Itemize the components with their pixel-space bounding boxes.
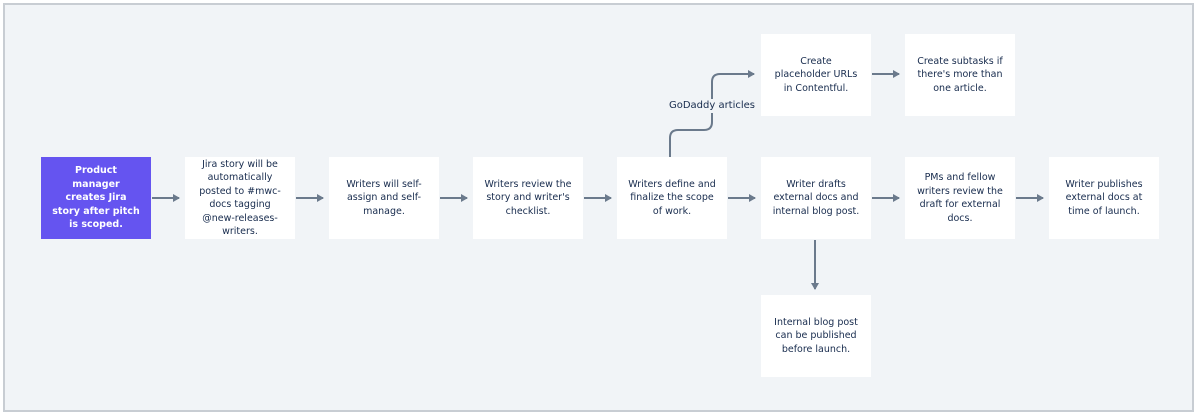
- node-pm-review[interactable]: PMs and fellow writers review the draft …: [905, 157, 1015, 239]
- node-review-checklist-label: Writers review the story and writer's ch…: [484, 178, 572, 217]
- node-placeholder-urls[interactable]: Create placeholder URLs in Contentful.: [761, 34, 871, 116]
- node-pm-creates-story[interactable]: Product manager creates Jira story after…: [41, 157, 151, 239]
- node-draft-docs[interactable]: Writer drafts external docs and internal…: [761, 157, 871, 239]
- node-self-assign-label: Writers will self-assign and self-manage…: [346, 178, 422, 217]
- node-define-scope-label: Writers define and finalize the scope of…: [628, 178, 716, 217]
- node-pm-review-label: PMs and fellow writers review the draft …: [917, 172, 1003, 224]
- node-internal-blog-label: Internal blog post can be published befo…: [774, 316, 858, 355]
- node-story-posted-label: Jira story will be automatically posted …: [199, 158, 281, 238]
- node-draft-docs-label: Writer drafts external docs and internal…: [772, 178, 860, 217]
- edge-label-godaddy-articles: GoDaddy articles: [662, 99, 762, 113]
- node-review-checklist[interactable]: Writers review the story and writer's ch…: [473, 157, 583, 239]
- node-story-posted[interactable]: Jira story will be automatically posted …: [185, 157, 295, 239]
- node-placeholder-urls-label: Create placeholder URLs in Contentful.: [774, 55, 858, 94]
- node-internal-blog[interactable]: Internal blog post can be published befo…: [761, 295, 871, 377]
- node-self-assign[interactable]: Writers will self-assign and self-manage…: [329, 157, 439, 239]
- node-create-subtasks[interactable]: Create subtasks if there's more than one…: [905, 34, 1015, 116]
- node-define-scope[interactable]: Writers define and finalize the scope of…: [617, 157, 727, 239]
- diagram-canvas: [3, 3, 1194, 412]
- node-pm-creates-story-label: Product manager creates Jira story after…: [52, 165, 140, 231]
- node-publish-external-label: Writer publishes external docs at time o…: [1065, 178, 1143, 217]
- node-create-subtasks-label: Create subtasks if there's more than one…: [917, 55, 1003, 94]
- node-publish-external[interactable]: Writer publishes external docs at time o…: [1049, 157, 1159, 239]
